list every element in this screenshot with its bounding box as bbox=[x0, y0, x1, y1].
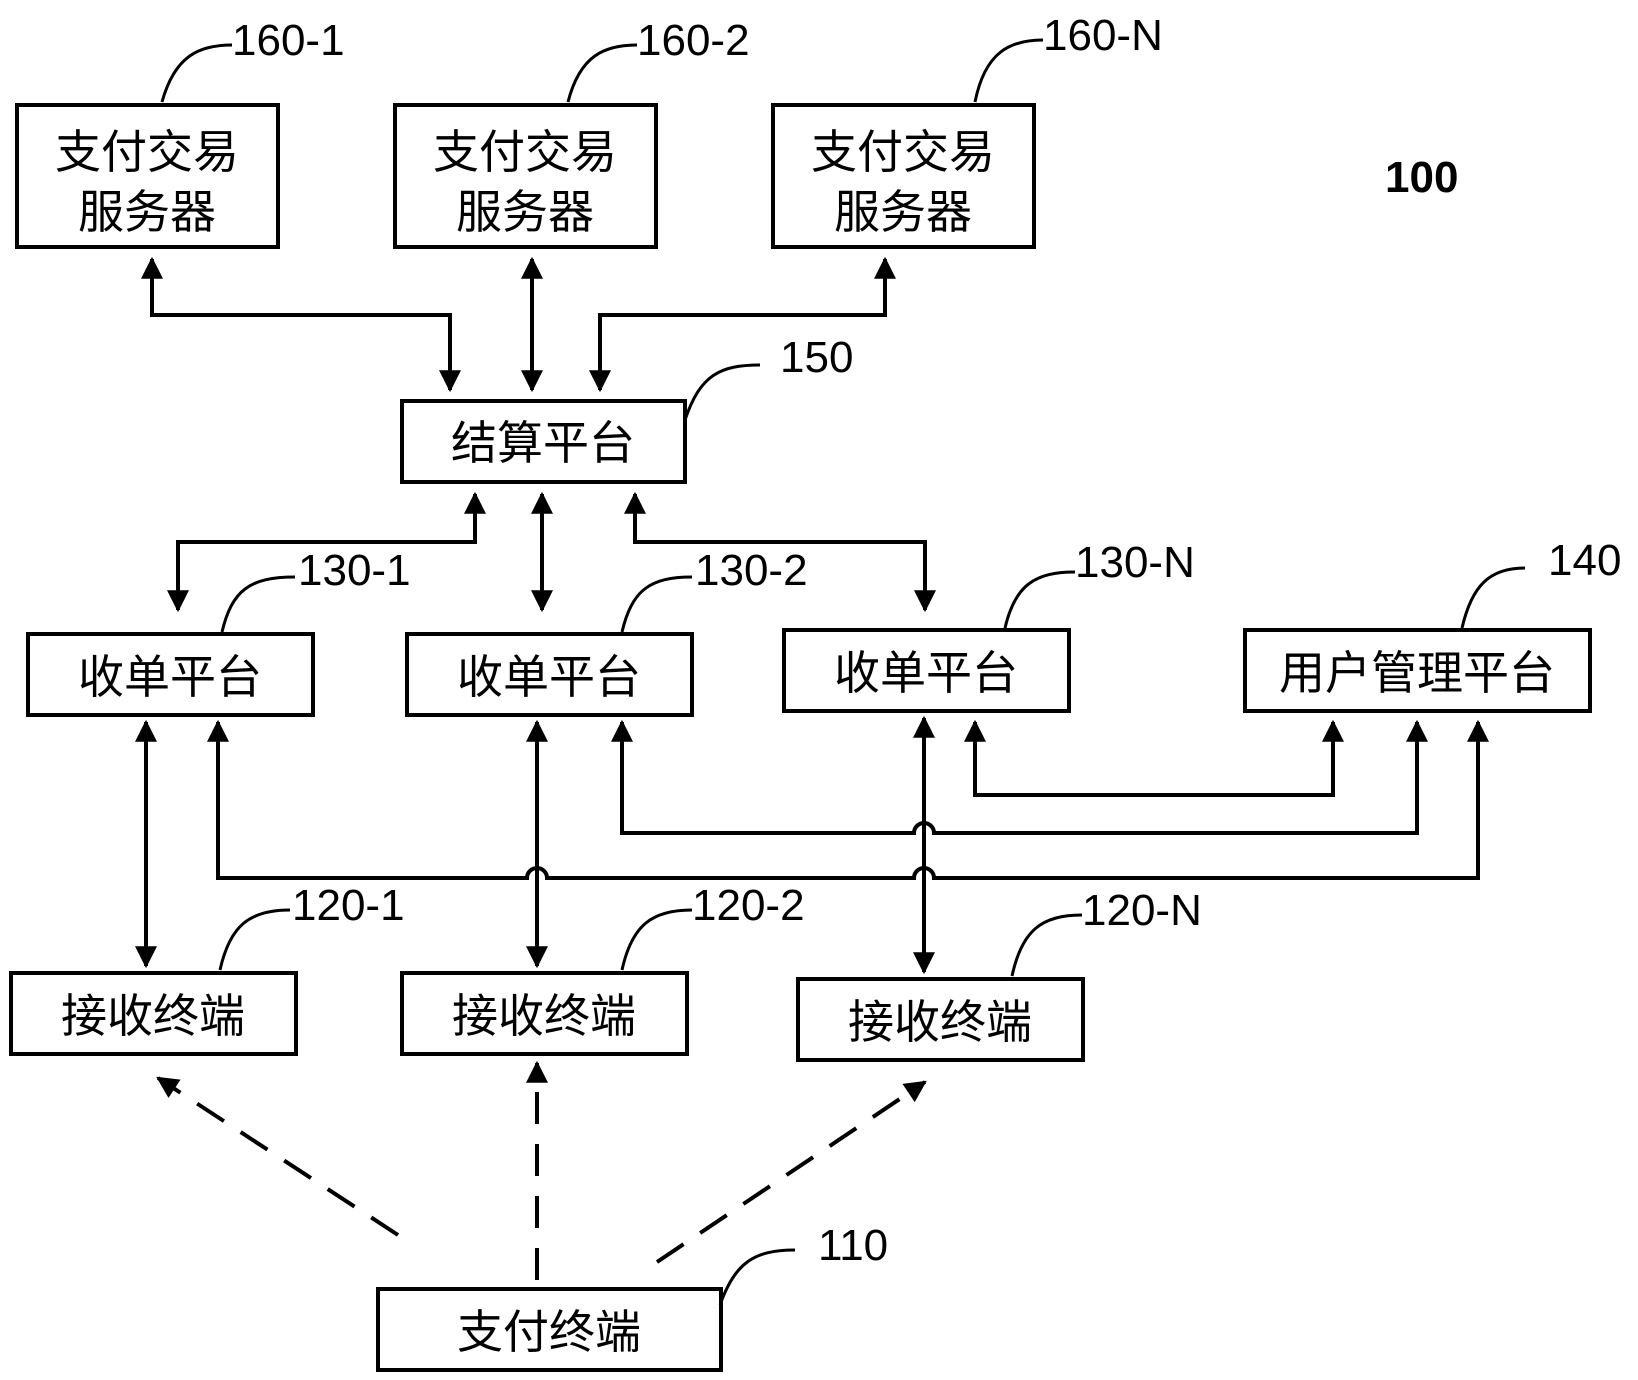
server-ref-leader-1 bbox=[162, 45, 232, 102]
acquirer-node-n: 收单平台 bbox=[784, 630, 1069, 711]
acquirer-label-1: 收单平台 bbox=[78, 650, 262, 704]
arrow-server1-settlement bbox=[152, 259, 450, 390]
server-ref-1: 160-1 bbox=[232, 16, 345, 65]
settlement-ref: 150 bbox=[780, 333, 853, 382]
server-ref-leader-2 bbox=[568, 45, 637, 102]
server-ref-n: 160-N bbox=[1043, 11, 1163, 60]
user-mgmt-node: 用户管理平台 bbox=[1245, 630, 1590, 711]
settlement-node: 结算平台 bbox=[402, 401, 685, 482]
payment-terminal-label: 支付终端 bbox=[457, 1305, 641, 1359]
acquirer-node-2: 收单平台 bbox=[407, 634, 692, 715]
server-ref-leader-n bbox=[975, 40, 1043, 102]
receiver-node-n: 接收终端 bbox=[798, 979, 1083, 1060]
dashed-arrow-to-receiver1 bbox=[158, 1078, 398, 1235]
payment-terminal-node: 支付终端 bbox=[378, 1289, 721, 1370]
server-label-nb: 服务器 bbox=[834, 185, 972, 239]
server-node-1: 支付交易 服务器 bbox=[17, 105, 278, 247]
server-label-na: 支付交易 bbox=[811, 125, 995, 179]
payment-terminal-ref: 110 bbox=[818, 1221, 888, 1270]
receiver-label-1: 接收终端 bbox=[61, 989, 245, 1043]
settlement-ref-leader bbox=[685, 365, 760, 420]
receiver-label-n: 接收终端 bbox=[848, 995, 1032, 1049]
acquirer-ref-2: 130-2 bbox=[695, 546, 808, 595]
acquirer-ref-1: 130-1 bbox=[298, 546, 411, 595]
receiver-ref-1: 120-1 bbox=[292, 881, 405, 930]
receiver-node-2: 接收终端 bbox=[402, 973, 687, 1054]
figure-label: 100 bbox=[1385, 153, 1458, 202]
server-label-1a: 支付交易 bbox=[55, 125, 239, 179]
server-label-1b: 服务器 bbox=[78, 185, 216, 239]
acquirer-ref-n: 130-N bbox=[1075, 538, 1195, 587]
acquirer-ref-leader-n bbox=[1005, 572, 1075, 628]
acquirer-node-1: 收单平台 bbox=[28, 634, 313, 715]
arrow-acquirern-usermgmt bbox=[975, 722, 1333, 795]
acquirer-label-n: 收单平台 bbox=[834, 646, 1018, 700]
user-mgmt-label: 用户管理平台 bbox=[1279, 646, 1555, 700]
payment-terminal-ref-leader bbox=[720, 1250, 795, 1305]
acquirer-ref-leader-2 bbox=[622, 577, 692, 632]
server-ref-2: 160-2 bbox=[637, 16, 750, 65]
settlement-label: 结算平台 bbox=[451, 416, 635, 470]
acquirer-ref-leader-1 bbox=[222, 577, 295, 632]
server-label-2b: 服务器 bbox=[456, 185, 594, 239]
arrow-acquirer2-usermgmt bbox=[622, 722, 1417, 833]
arrow-acquirer1-usermgmt bbox=[218, 722, 1478, 878]
receiver-label-2: 接收终端 bbox=[452, 989, 636, 1043]
user-mgmt-ref-leader bbox=[1462, 568, 1525, 628]
receiver-ref-leader-2 bbox=[622, 910, 692, 970]
receiver-ref-leader-1 bbox=[220, 910, 290, 970]
server-label-2a: 支付交易 bbox=[433, 125, 617, 179]
receiver-ref-leader-n bbox=[1012, 915, 1082, 976]
receiver-ref-2: 120-2 bbox=[692, 881, 805, 930]
receiver-node-1: 接收终端 bbox=[11, 973, 296, 1054]
acquirer-label-2: 收单平台 bbox=[457, 650, 641, 704]
server-node-2: 支付交易 服务器 bbox=[395, 105, 656, 247]
server-node-n: 支付交易 服务器 bbox=[773, 105, 1034, 247]
receiver-ref-n: 120-N bbox=[1082, 886, 1202, 935]
user-mgmt-ref: 140 bbox=[1548, 536, 1621, 585]
